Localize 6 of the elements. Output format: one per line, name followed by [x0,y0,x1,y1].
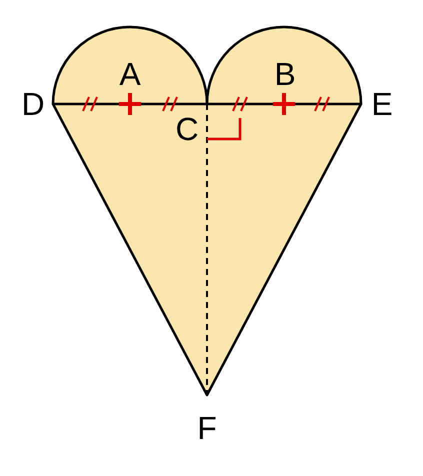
point-label: B [274,58,296,90]
point-label: C [175,113,199,145]
point-label: D [21,88,45,120]
point-label: F [197,412,217,444]
point-label: E [371,88,393,120]
point-label: A [119,58,141,90]
